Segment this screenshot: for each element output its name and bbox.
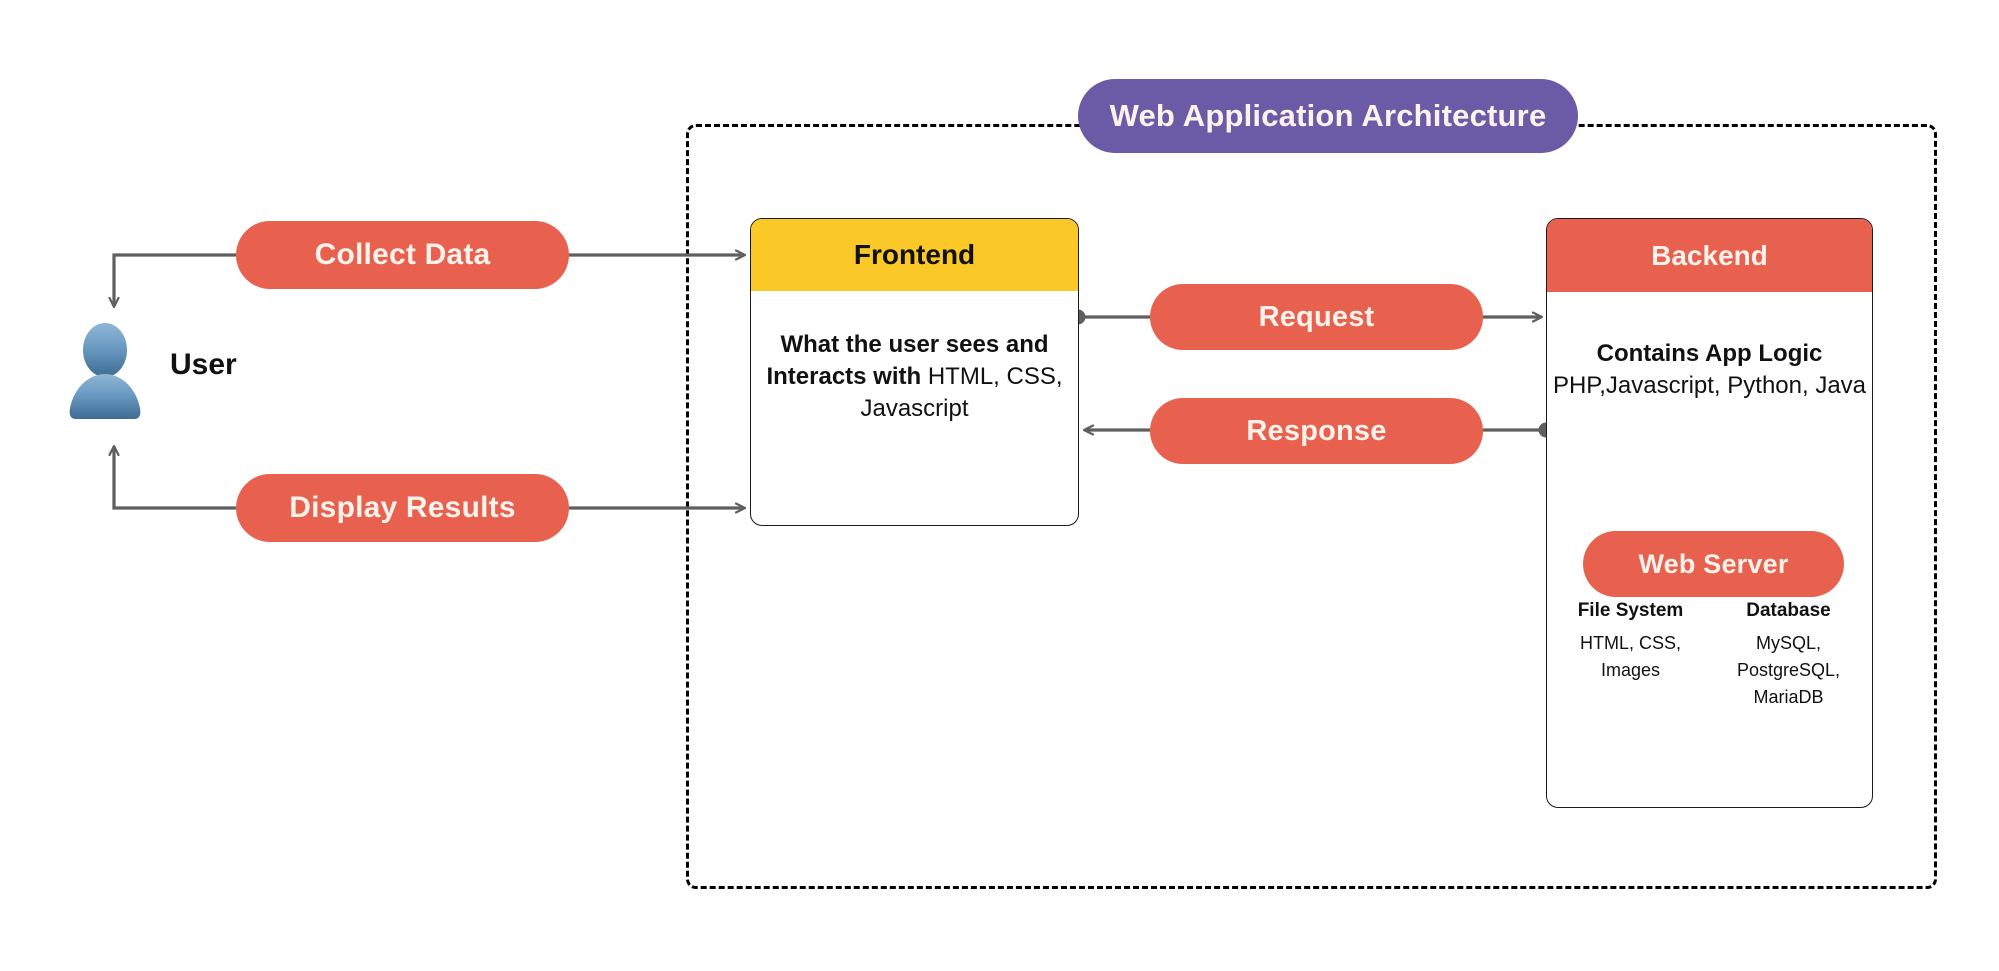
- backend-card[interactable]: Backend Contains App Logic PHP,Javascrip…: [1546, 218, 1873, 808]
- web-server-pill[interactable]: Web Server: [1583, 531, 1844, 597]
- user-silhouette-icon: [69, 323, 141, 419]
- web-server-label: Web Server: [1638, 548, 1789, 579]
- frontend-body: What the user sees and Interacts with HT…: [751, 291, 1078, 425]
- backend-column-database: Database MySQL, PostgreSQL, MariaDB: [1727, 599, 1851, 711]
- frontend-header: Frontend: [751, 219, 1078, 291]
- user-label: User: [170, 348, 237, 381]
- wire-display-to-user: [114, 447, 236, 510]
- frontend-header-label: Frontend: [853, 239, 976, 270]
- database-items: MySQL, PostgreSQL, MariaDB: [1736, 632, 1841, 707]
- backend-header-label: Backend: [1651, 239, 1768, 271]
- display-results-label: Display Results: [289, 491, 516, 525]
- file-system-items: HTML, CSS, Images: [1579, 632, 1681, 680]
- frontend-description-regular: HTML, CSS, Javascript: [860, 363, 1063, 423]
- frontend-description-bold: What the user sees and Interacts with: [766, 331, 1049, 391]
- frontend-card[interactable]: Frontend What the user sees and Interact…: [750, 218, 1079, 526]
- display-results-pill[interactable]: Display Results: [236, 474, 569, 542]
- backend-body: Contains App Logic PHP,Javascript, Pytho…: [1547, 292, 1872, 707]
- architecture-title-pill: Web Application Architecture: [1078, 79, 1578, 153]
- user-actor: User: [60, 320, 320, 430]
- request-label: Request: [1258, 300, 1375, 333]
- response-label: Response: [1246, 414, 1387, 447]
- backend-column-file-system: File System HTML, CSS, Images: [1569, 599, 1693, 711]
- backend-header: Backend: [1547, 219, 1872, 292]
- architecture-title-label: Web Application Architecture: [1109, 97, 1547, 133]
- backend-logic-regular: PHP,Javascript, Python, Java: [1552, 371, 1867, 399]
- response-pill[interactable]: Response: [1150, 398, 1483, 464]
- wire-collect-to-user: [114, 253, 236, 306]
- frontend-description: What the user sees and Interacts with HT…: [765, 329, 1064, 425]
- collect-data-label: Collect Data: [314, 238, 491, 272]
- file-system-title: File System: [1577, 600, 1684, 621]
- backend-resource-columns: File System HTML, CSS, Images Database M…: [1547, 599, 1872, 711]
- collect-data-pill[interactable]: Collect Data: [236, 221, 569, 289]
- backend-logic-text: Contains App Logic PHP,Javascript, Pytho…: [1547, 338, 1872, 401]
- backend-logic-bold: Contains App Logic: [1596, 340, 1823, 367]
- database-title: Database: [1746, 600, 1831, 621]
- request-pill[interactable]: Request: [1150, 284, 1483, 350]
